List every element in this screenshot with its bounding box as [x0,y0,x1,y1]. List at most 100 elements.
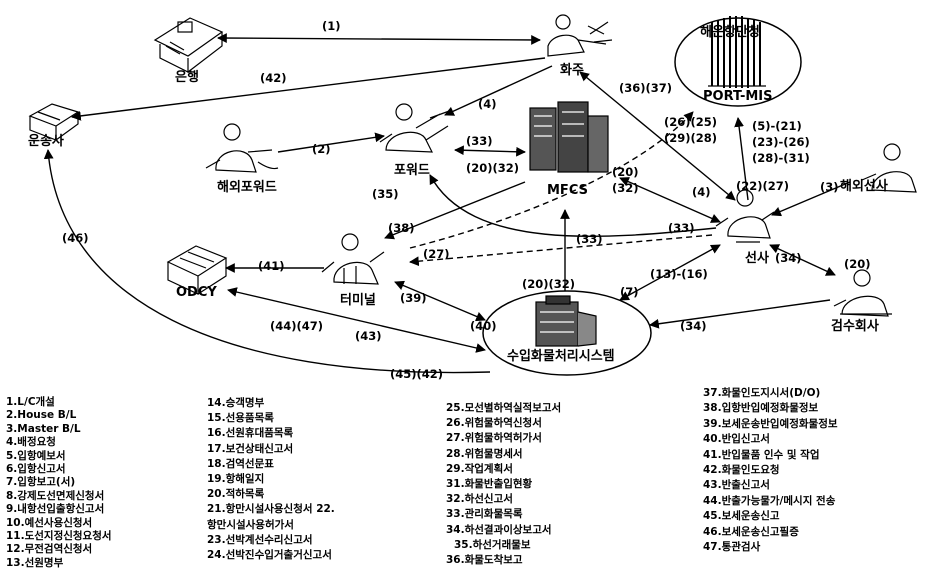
legend-item: 7.입항보고(서) [6,476,76,489]
edge-label: (5)-(21) [752,119,802,133]
edge-label: (35) [372,187,399,201]
legend-item: 43.반출신고서 [703,479,770,492]
legend-item: 36.화물도착보고 [446,554,523,567]
legend-item: 37.화물인도지시서(D/O) [703,387,821,399]
legend-col-1: 1.L/C개설 2.House B/L 3.Master B/L 4.배정요청 … [6,396,112,570]
legend-item: 17.보건상태신고서 [207,442,294,455]
terminal-icon [321,233,385,285]
edge-overseasline-shippingline [771,181,851,217]
legend-item: 34.하선결과이상보고서 [446,523,552,536]
legend-item: 13.선원명부 [6,556,64,569]
edge-inspection-import [649,299,831,329]
edge-forwarder-mfcs [454,145,526,157]
bank-icon [153,17,224,73]
port-mis-label: PORT-MIS [703,89,773,104]
odcy-label: ODCY [176,285,217,300]
edge-label: (29)(28) [664,131,717,145]
forwarder-icon [379,103,453,153]
edge-shippingline-terminal [409,234,713,267]
edge-shipper-forwarder [444,65,553,116]
edge-terminal-portmis [409,111,694,249]
legend-item: 46.보세운송신고필증 [703,525,799,538]
shipping-line-label: 선사 [745,250,769,266]
legend-item: 24.선박진수입거출거신고서 [207,549,332,562]
legend-item: 21.항만시설사용신청서 22. [207,503,335,516]
legend-item: 10.예선사용신청서 [6,516,93,529]
legend-item: 47.통관검사 [703,541,761,554]
overseas-shipping-line-icon [861,143,917,193]
legend-item: 44.반출가능물가/메시지 전송 [703,494,836,507]
terminal-label: 터미널 [340,292,376,308]
edge-label: (42) [260,71,287,85]
edge-import-carrier [43,149,491,374]
mfcs-label: MFCS [547,183,588,198]
import-system-label: 수입화물처리시스템 [507,348,615,364]
edge-shippingline-forwarder [429,174,717,237]
legend-item: 20.적하목록 [207,488,265,501]
overseas-shipping-line-label: 해외선사 [840,178,888,194]
edge-overseasfwd-forwarder [277,132,385,153]
legend-item: 18.검역선문표 [207,457,274,470]
overseas-forwarder-icon [205,123,279,173]
edge-bank-shipper [217,33,541,45]
edge-label: (20) [612,165,639,179]
import-system-icon [535,295,597,347]
shipping-line-icon [715,189,775,243]
overseas-forwarder-label: 해외포워드 [217,179,277,195]
forwarder-label: 포워드 [394,163,430,178]
legend-item: 29.작업계획서 [446,462,513,475]
legend-item: 38.입항반입예정화물정보 [703,402,819,415]
legend-item: 15.선용품목록 [207,412,274,425]
edge-label: (22)(27) [736,179,789,193]
legend-item: 3.Master B/L [6,422,81,435]
legend-item: 42.화물인도요청 [703,464,780,477]
edge-label: (33) [668,221,695,235]
edge-label: (4) [478,97,497,111]
legend-item: 19.항해일지 [207,473,265,486]
edge-label: (3) [820,180,839,194]
port-mis-icon [708,16,766,88]
edge-label: (2) [312,142,331,156]
bank-label: 은행 [175,69,199,85]
edge-label: (39) [400,291,427,305]
edge-label: (7) [620,285,639,299]
legend-item: 2.House B/L [6,409,77,422]
legend-item: 31.화물반출입현황 [446,478,533,491]
legend-col-3: 25.모선별하역실적보고서 26.위험물하역신청서 27.위험물하역허가서 28… [446,401,561,568]
edge-shippingline-portmis [734,117,749,201]
mfcs-icon [529,101,609,173]
legend-item: 33.관리화물목록 [446,508,523,521]
legend-item: 11.도선지정신청요청서 [6,530,112,543]
edge-label: (1) [322,19,341,33]
legend-item: 40.반입신고서 [703,433,770,446]
legend-col-2: 14.승객명부 15.선용품목록 16.선원휴대품목록 17.보건상태신고서 1… [207,396,335,563]
edge-label: (34) [775,251,802,265]
edge-label: (20)(32) [466,161,519,175]
legend-item: 26.위험물하역신청서 [446,417,542,430]
edge-label: (46) [62,231,89,245]
edge-label: (26)(25) [664,115,717,129]
edge-label: (41) [258,259,285,273]
edge-shippingline-import [619,244,721,301]
shipper-label: 화주 [560,62,584,78]
edge-label: (34) [680,319,707,333]
edge-shipper-carrier [71,57,546,121]
edge-odcy-import [227,287,486,353]
port-mis-org-label: 해운항만청 [700,24,760,40]
legend-item: 45.보세운송신고 [703,510,780,523]
legend-item: 항만시설사용허가서 [207,518,294,531]
inspection-company-icon [833,269,892,317]
carrier-label: 운송사 [28,133,64,149]
legend-item: 27.위험물하역허가서 [446,432,542,445]
legend-item: 32.하선신고서 [446,493,513,506]
port-mis-ellipse [674,17,802,107]
inspection-company-label: 검수회사 [831,318,879,334]
legend-item: 23.선박계선수리신고서 [207,533,313,546]
legend-item: 39.보세운송반입예정화물정보 [703,417,838,430]
edge-label: (33) [466,134,493,148]
legend-item: 1.L/C개설 [6,396,55,408]
edge-label: (45)(42) [390,367,443,381]
edge-mfcs-shippingline [619,177,721,223]
edge-label: (36)(37) [619,81,672,95]
odcy-icon [166,245,228,295]
